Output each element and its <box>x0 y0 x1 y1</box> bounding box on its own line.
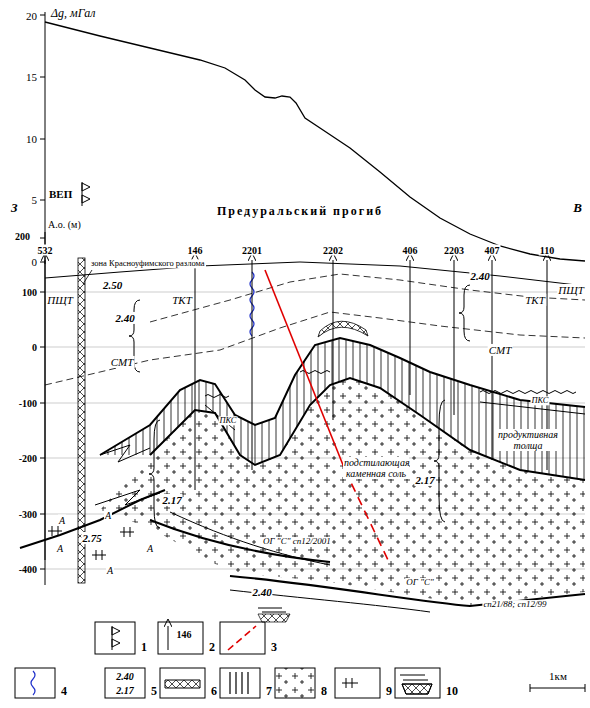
sample-text: 146 <box>176 629 193 640</box>
formation-label: подстилающая каменная соль <box>343 457 409 479</box>
rock-symbol: А <box>104 510 112 521</box>
well-number: 110 <box>539 245 555 256</box>
rock-symbol: А <box>146 543 154 554</box>
tick-value: 20 <box>25 10 38 22</box>
boundaries <box>20 262 585 622</box>
well-number: 2201 <box>241 245 263 256</box>
legend-number: 1 <box>140 641 148 654</box>
formation-label: СМТ <box>110 356 135 368</box>
region-label: ВЕП <box>48 188 73 200</box>
legend-number: 8 <box>320 685 328 698</box>
well-number: 407 <box>484 245 501 256</box>
legend-samples <box>15 622 440 698</box>
formation-label: продуктивная толща <box>494 429 562 451</box>
density-value: 2.40 <box>251 586 272 598</box>
well-number: 146 <box>187 245 204 256</box>
formation-label: ПКС <box>530 396 549 405</box>
gravity-plot <box>40 12 585 264</box>
legend-number: 5 <box>150 685 158 698</box>
density-value: 2.17 <box>414 474 435 486</box>
sample-text: 2.40 <box>115 671 135 682</box>
legend-number: 3 <box>270 641 278 654</box>
legend-number: 2 <box>208 641 216 654</box>
formation-label: ПЩТ <box>46 294 74 306</box>
depth-value: -100 <box>18 398 38 409</box>
axis-title: А.о. (м) <box>47 219 82 230</box>
formation-label: ТКТ <box>171 294 193 306</box>
well-number: 532 <box>37 245 54 256</box>
scale-bar <box>530 684 585 692</box>
depth-value: 200 <box>14 231 31 242</box>
density-value: 2.40 <box>469 270 490 282</box>
region-label: Предуральский прогиб <box>216 205 384 218</box>
tick-value: 15 <box>25 71 38 83</box>
formation-label: ТКТ <box>524 294 546 306</box>
leader-line <box>83 270 92 284</box>
axis-title: Δg, мГал <box>50 7 96 20</box>
scale-label: 1км <box>548 670 568 682</box>
rock-symbol: А <box>58 515 66 526</box>
depth-ticks <box>40 238 45 569</box>
legend-number: 7 <box>265 685 273 698</box>
direction-label: В <box>572 201 583 215</box>
density-value: 2.40 <box>114 312 135 324</box>
formation-label: СМТ <box>488 344 513 356</box>
direction-label: З <box>10 201 19 215</box>
legend-number: 6 <box>210 685 218 698</box>
legend-number: 9 <box>385 685 393 698</box>
horizon-label: ОГ "С" сп12/2001 <box>262 537 332 547</box>
fault-zone-label: зона Красноуфимского разлома <box>90 259 206 268</box>
fault-line <box>345 470 388 560</box>
vep-symbol <box>82 182 90 206</box>
well-number: 2202 <box>322 245 344 256</box>
depth-axis <box>45 232 46 585</box>
tick-value: 5 <box>31 194 39 206</box>
rock-symbol: А <box>56 543 64 554</box>
horizon-label: сп21/88; сп12/99 <box>482 600 547 610</box>
formation-label: ПКС <box>218 416 237 425</box>
horizon-label: ОГ "С" <box>405 578 434 588</box>
depth-value: -300 <box>18 509 38 520</box>
wells <box>45 260 547 560</box>
tick-value: 10 <box>25 133 38 145</box>
productive-layer <box>100 338 585 480</box>
depth-value: -200 <box>18 453 38 464</box>
rock-symbol: А <box>106 565 114 576</box>
well-number: 2203 <box>443 245 465 256</box>
formation-label: ПЩТ <box>557 284 585 296</box>
depth-value: -400 <box>18 564 38 575</box>
tick-value: 0 <box>31 256 39 268</box>
well-number: 406 <box>402 245 419 256</box>
sample-text: 2.17 <box>115 685 135 696</box>
dome-cap <box>318 321 368 337</box>
density-value: 2.50 <box>102 279 123 291</box>
density-value: 2.75 <box>81 532 102 544</box>
depth-value: 100 <box>21 287 38 298</box>
depth-value: 0 <box>31 342 38 353</box>
legend-number: 10 <box>445 685 459 698</box>
density-value: 2.17 <box>161 494 182 506</box>
legend-number: 4 <box>60 685 68 698</box>
